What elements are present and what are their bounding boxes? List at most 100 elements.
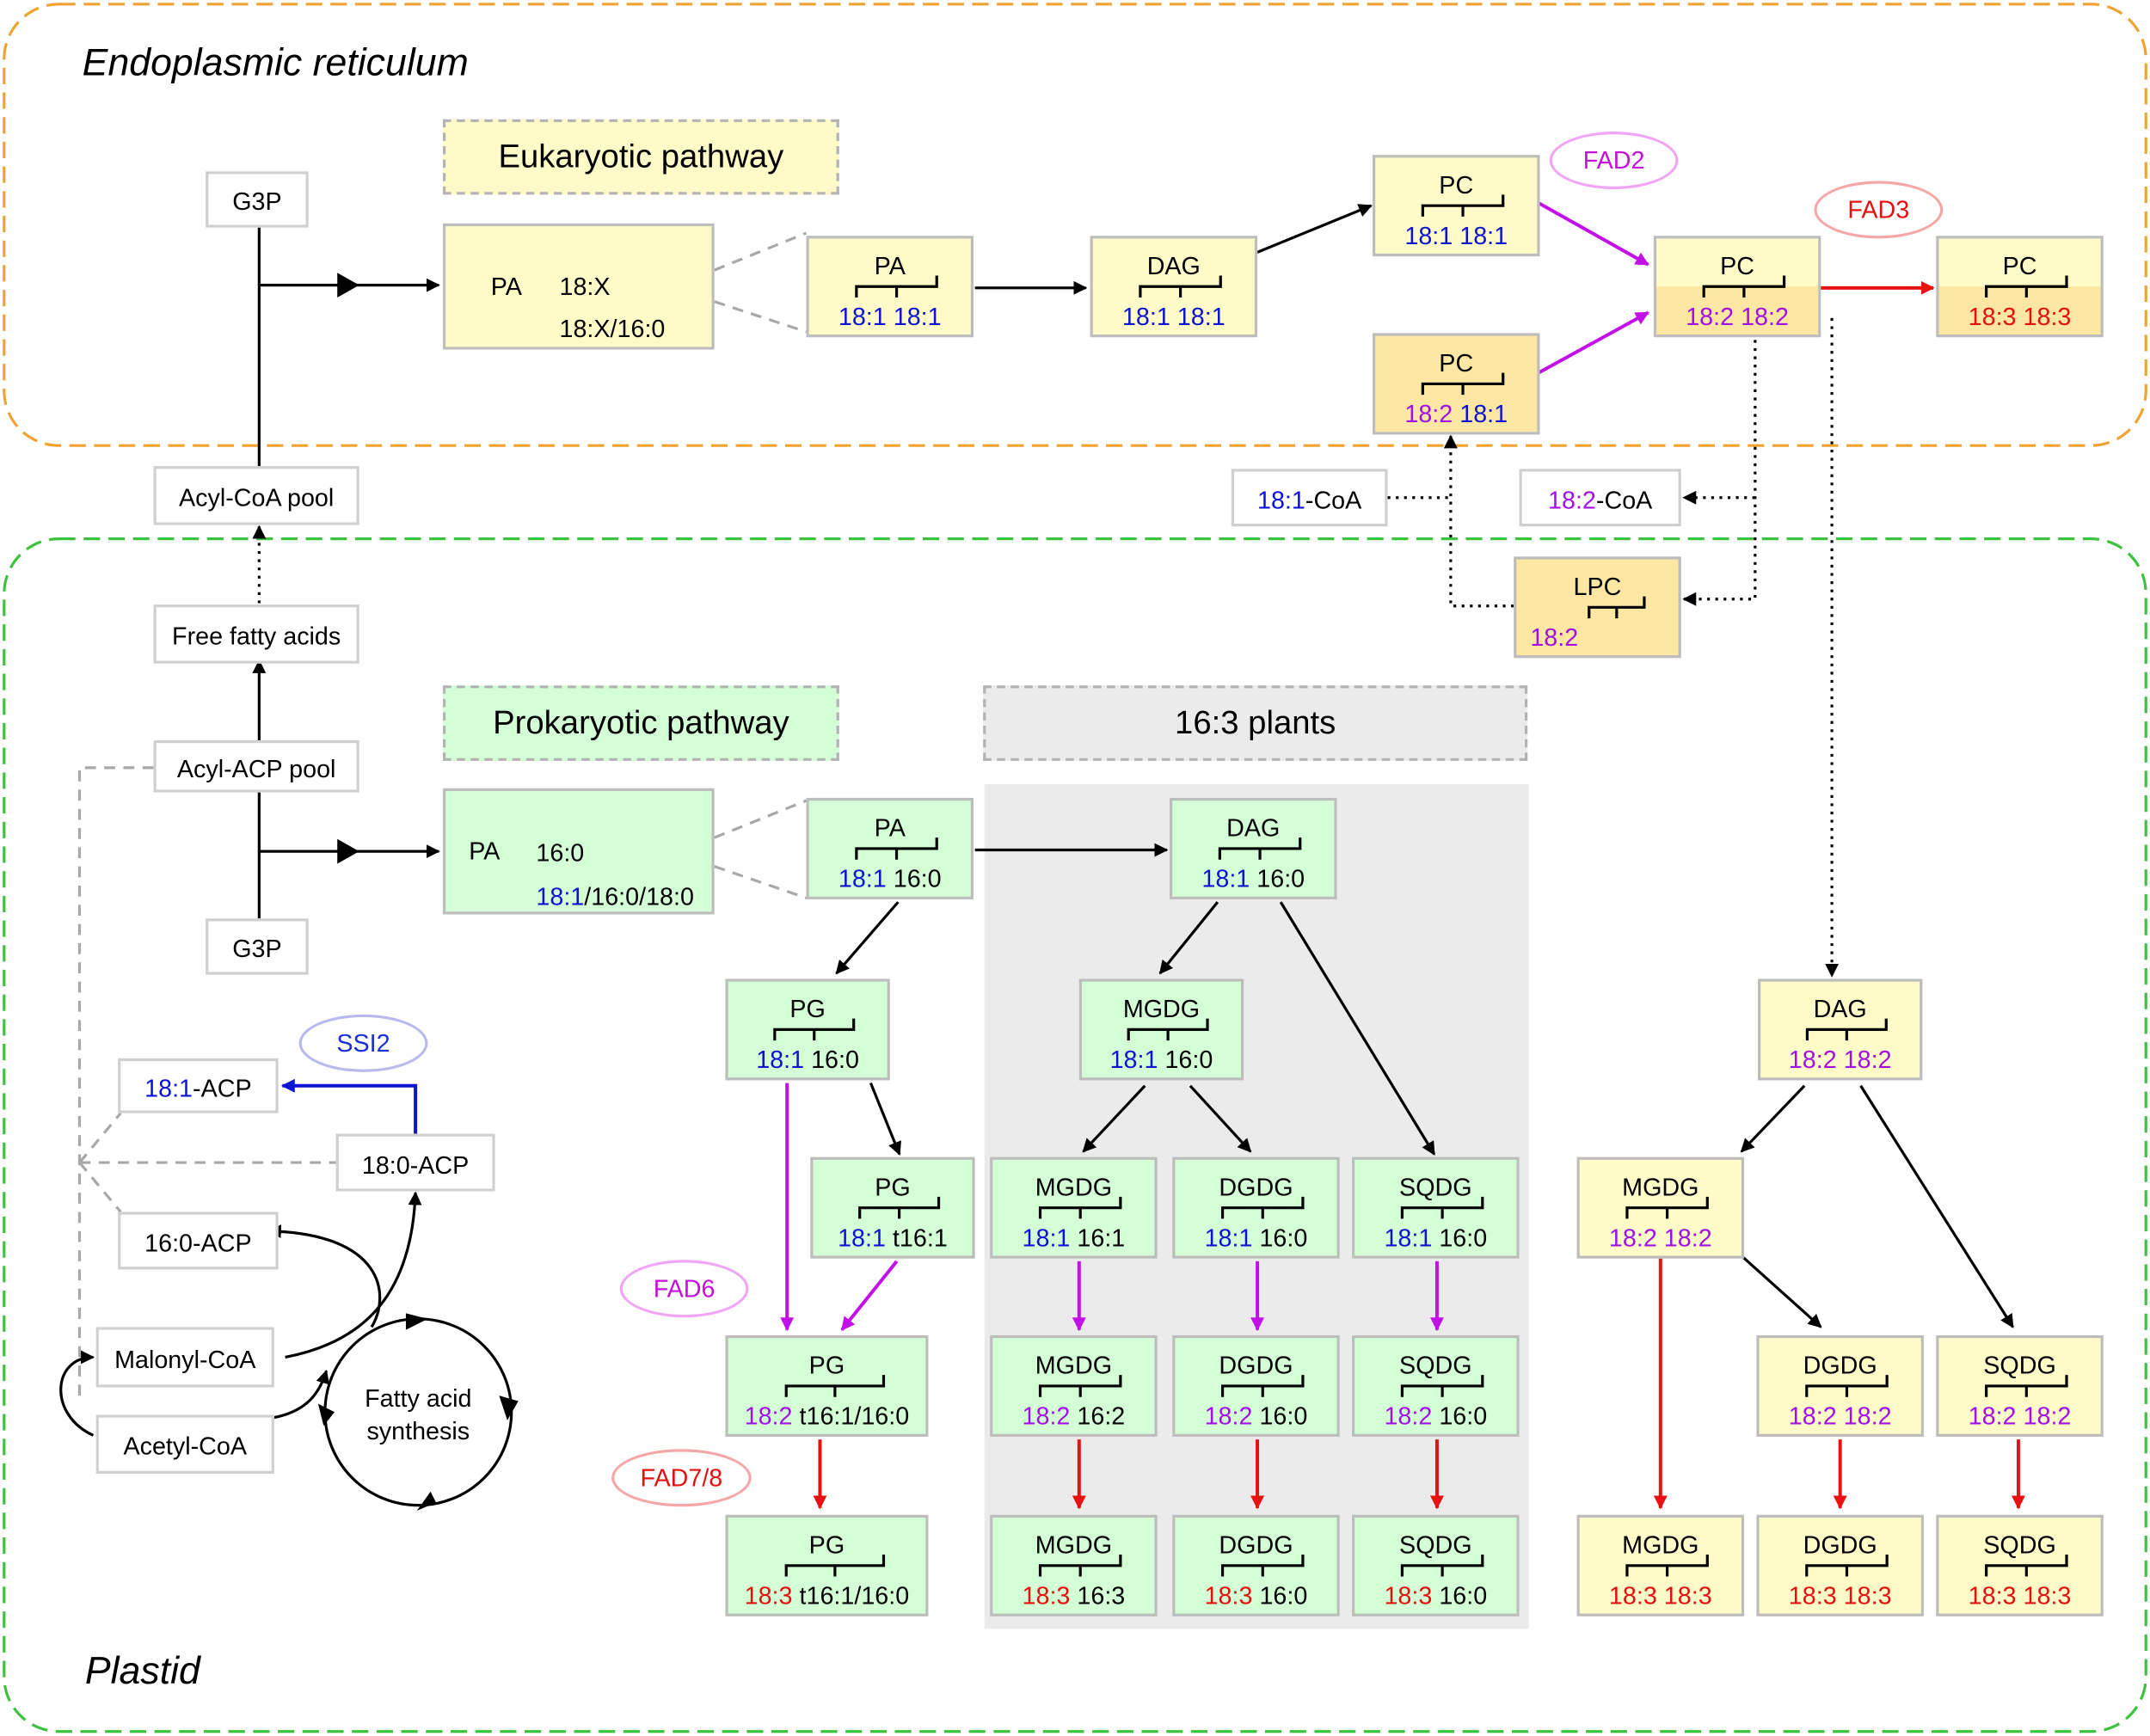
ssi2-enzyme: SSI2: [298, 1014, 428, 1072]
lipid-name: PA: [469, 837, 501, 866]
free-fatty-acids-label: Free fatty acids: [172, 622, 341, 650]
acyl-chain-1: 18:2: [1608, 1224, 1657, 1252]
lipid-name: PC: [1439, 171, 1474, 199]
acetyl-coa-box: Acetyl-CoA: [95, 1414, 274, 1474]
acyl-chain-1: 18:2: [1686, 303, 1735, 331]
acyl-chain-1: 18:3: [1968, 303, 2017, 331]
acyl-chain-2: 16:3: [1077, 1581, 1126, 1610]
lipid-name: DAG: [1813, 995, 1867, 1023]
acyl-chain-1: 18:1: [1404, 222, 1453, 250]
glycerol-backbone-glyph: [855, 275, 938, 298]
acyl-chain-2: t16:1: [892, 1224, 948, 1252]
acyl-chain-line: 18:2 18:1: [1375, 402, 1537, 426]
acyl-chain-2: 16:0: [1439, 1402, 1488, 1430]
lipid-box-e-mgdg2: MGDG 18:3 18:3: [1576, 1514, 1745, 1616]
acyl-chain-2: 16:0: [1256, 865, 1305, 893]
lipid-name: DGDG: [1803, 1531, 1877, 1559]
acyl-chain-line: 18:3 18:3: [1938, 1584, 2100, 1609]
acyl-chain-line: 18:2 t16:1/16:0: [728, 1404, 926, 1429]
glycerol-backbone-glyph: [1400, 1375, 1484, 1397]
glycerol-backbone-glyph: [1400, 1555, 1484, 1577]
acyl-line-1: 16:0: [536, 838, 585, 867]
acyl-chain-1: 18:3: [1608, 1581, 1657, 1610]
acyl-chain-1: 18:2: [1788, 1402, 1837, 1430]
coa-suffix: -CoA: [1305, 487, 1362, 514]
fatty-acid-label: 18:1: [144, 1075, 194, 1102]
glycerol-backbone-glyph: [1805, 1018, 1888, 1041]
glycerol-backbone-glyph: [1985, 1555, 2068, 1577]
acyl-chain-line: 18:1 16:0: [1175, 1225, 1336, 1250]
acyl-chain-2: 16:0: [1439, 1581, 1488, 1610]
lipid-box-er-pc1: PC 18:1 18:1: [1372, 155, 1540, 257]
lipid-box-e-sqdg2: SQDG 18:3 18:3: [1936, 1514, 2104, 1616]
acyl-chain-1: 18:2: [1530, 623, 1579, 652]
acyl-chain-line: 18:1 18:1: [1375, 224, 1537, 248]
fad2-arrows: [1537, 201, 1649, 375]
acyl-chain-line: 18:2 16:0: [1175, 1404, 1336, 1429]
lipid-name: PA: [874, 252, 906, 280]
acyl-chain-1: 18:3: [1788, 1581, 1837, 1610]
plastid-region-label: Plastid: [84, 1649, 200, 1692]
acyl-chain-1: 18:1: [838, 303, 887, 331]
g3p-bottom-box: G3P: [206, 918, 309, 975]
er-region-label: Endoplasmic reticulum: [82, 40, 469, 84]
lipid-name: PG: [808, 1531, 845, 1559]
lipid-name: DGDG: [1219, 1531, 1293, 1559]
acyl-chain-line: 18:1 t16:1: [813, 1225, 972, 1250]
lipid-name: PC: [2002, 252, 2037, 280]
glycerol-backbone-glyph: [1139, 275, 1222, 298]
acyl-chain-1: 18:1: [1204, 1224, 1253, 1252]
lipid-name: MGDG: [1622, 1531, 1699, 1559]
dotted-exchange-arrows: [252, 317, 1840, 978]
glycerol-backbone-glyph: [1985, 275, 2068, 298]
acyl-chain-line: 18:2 18:2: [1938, 1404, 2100, 1429]
fad78-enzyme: FAD7/8: [611, 1449, 752, 1507]
lipid-name: MGDG: [1035, 1531, 1113, 1559]
acyl-chain-1: 18:2: [1404, 400, 1453, 428]
glycerol-backbone-glyph: [1220, 1555, 1305, 1577]
lipid-box-dgdg4: DGDG 18:3 16:0: [1172, 1514, 1340, 1616]
plastid-midline-arrowhead: [337, 838, 359, 864]
fatty-acid-label: 18:1: [1257, 487, 1305, 514]
plants163-header: 16:3 plants: [983, 685, 1528, 761]
acetyl-coa-label: Acetyl-CoA: [123, 1432, 248, 1461]
plastid-region-outline: [3, 537, 2147, 1733]
glycerol-backbone-glyph: [1985, 1375, 2068, 1397]
lipid-name: PG: [875, 1173, 911, 1201]
prokaryotic-pathway-header: Prokaryotic pathway: [442, 685, 839, 761]
acyl-chain-line: 18:3 16:0: [1175, 1584, 1336, 1609]
lipid-name: SQDG: [1983, 1531, 2056, 1559]
free-fatty-acids-box: Free fatty acids: [153, 604, 359, 664]
er-midline-arrowhead: [337, 273, 359, 298]
acyl-chain-2: 18:3: [1843, 1581, 1892, 1610]
lipid-name: PG: [808, 1352, 845, 1379]
acyl-chain-line: 18:3 18:3: [1580, 1584, 1742, 1609]
acyl-chain-2: 18:1: [1459, 222, 1508, 250]
glycerol-backbone-glyph: [858, 1196, 941, 1219]
acyl-chain-2: 16:0: [1164, 1046, 1213, 1074]
glycerol-backbone-glyph: [784, 1555, 886, 1577]
acyl-acp-pool-label: Acyl-ACP pool: [176, 755, 336, 783]
acyl-chain-line: 18:3 16:3: [992, 1584, 1154, 1609]
acp180-label: 18:0-ACP: [361, 1151, 470, 1180]
lipid-name: PG: [789, 995, 826, 1023]
fad2-enzyme: FAD2: [1549, 132, 1679, 190]
plastid-left-arrows: [59, 659, 440, 1437]
glycerol-backbone-glyph: [1038, 1555, 1122, 1577]
lipid-box-mgdg4: MGDG 18:3 16:3: [990, 1514, 1158, 1616]
acyl-chain-line: 18:1 16:0: [1172, 867, 1334, 892]
